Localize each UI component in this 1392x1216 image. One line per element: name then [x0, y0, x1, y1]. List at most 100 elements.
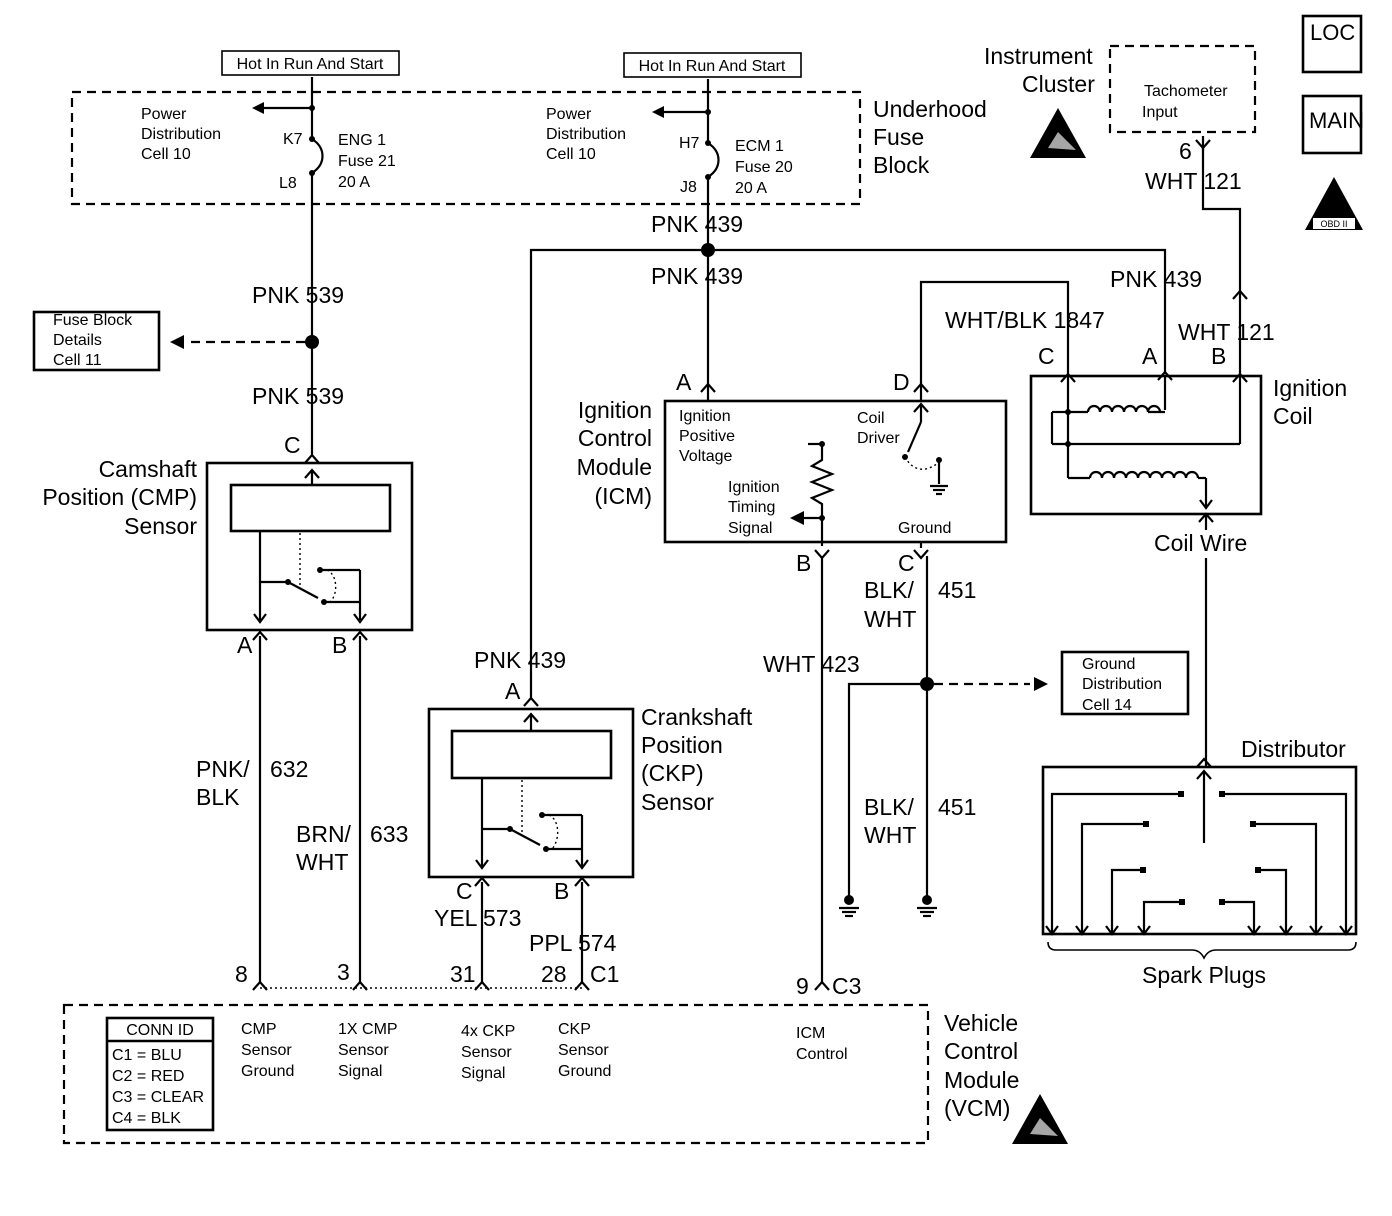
cmp-pin-c: C: [284, 432, 301, 458]
coil-pin-b: B: [1211, 343, 1226, 369]
brnwht633-label: BRN/ WHT 633: [296, 821, 408, 875]
svg-text:Signal: Signal: [461, 1065, 505, 1082]
loc-icon: LOC: [1301, 14, 1363, 74]
hot-label-right-box: [623, 52, 802, 78]
svg-text:Sensor: Sensor: [241, 1042, 292, 1059]
tach-pin: 6: [1179, 138, 1192, 164]
svg-text:Cell 11: Cell 11: [53, 352, 102, 369]
resistor-symbol: [809, 444, 835, 518]
main-icon: MAIN: [1301, 94, 1364, 155]
svg-text:(ICM): (ICM): [595, 483, 652, 509]
svg-text:Cell 10: Cell 10: [546, 146, 596, 163]
svg-text:1X CMP: 1X CMP: [338, 1021, 398, 1038]
fuse2-top-pin: H7: [679, 135, 700, 152]
cmp-sensor-element: [229, 483, 392, 533]
obd-ii-icon: OBD II: [1305, 177, 1363, 230]
svg-text:Voltage: Voltage: [679, 448, 732, 465]
svg-text:Coil: Coil: [1273, 403, 1313, 429]
svg-text:Distribution: Distribution: [1082, 676, 1162, 693]
ckp-sensor-box: [427, 707, 635, 879]
svg-text:Block: Block: [873, 152, 930, 178]
ground-icon: [917, 895, 937, 918]
pnk539-label-top: PNK 539: [252, 282, 344, 308]
ckp-pin-c: C: [456, 878, 473, 904]
ckp-sensor-title: Crankshaft Position (CKP) Sensor: [641, 704, 753, 815]
distributor-box: [1041, 765, 1358, 936]
svg-text:Control: Control: [796, 1046, 848, 1063]
svg-text:Vehicle: Vehicle: [944, 1010, 1018, 1036]
pnk439-label-1: PNK 439: [651, 211, 743, 237]
svg-text:451: 451: [938, 794, 976, 820]
svg-text:Fuse 20: Fuse 20: [735, 159, 793, 176]
svg-text:Instrument: Instrument: [984, 43, 1093, 69]
svg-text:Timing: Timing: [728, 499, 775, 516]
svg-text:Distribution: Distribution: [141, 126, 221, 143]
svg-text:Signal: Signal: [338, 1063, 382, 1080]
icm-timing-signal-label: Ignition Timing Signal: [728, 479, 780, 537]
svg-text:Cluster: Cluster: [1022, 71, 1095, 97]
icm-pin-d: D: [893, 369, 910, 395]
ignition-coil-title: Ignition Coil: [1273, 375, 1347, 429]
fuse1-top-pin: K7: [283, 131, 303, 148]
vcm-pin-31: 31: [450, 961, 476, 987]
ground-icon: [839, 895, 859, 918]
svg-text:Positive: Positive: [679, 428, 735, 445]
blkwht451-label-top: BLK/ WHT 451: [864, 577, 976, 632]
svg-text:LOC: LOC: [1310, 20, 1355, 45]
wht121-label-bottom: WHT 121: [1178, 319, 1275, 345]
svg-text:Fuse Block: Fuse Block: [53, 312, 133, 329]
svg-text:BLK/: BLK/: [864, 577, 914, 603]
conn-id-row: C1 = BLU: [112, 1047, 182, 1064]
svg-text:ECM 1: ECM 1: [735, 138, 784, 155]
conn-id-header: CONN ID: [126, 1022, 194, 1039]
arrow-left-icon: [1034, 677, 1048, 691]
vcm-title: Vehicle Control Module (VCM): [944, 1010, 1019, 1121]
svg-text:Position: Position: [641, 732, 723, 758]
svg-text:Camshaft: Camshaft: [99, 456, 198, 482]
cmp-pin-a: A: [237, 632, 253, 658]
svg-text:Signal: Signal: [728, 520, 772, 537]
svg-text:Input: Input: [1142, 104, 1178, 121]
yel573-label: YEL 573: [434, 905, 521, 931]
whtblk1847-label: WHT/BLK 1847: [945, 307, 1105, 333]
svg-text:20 A: 20 A: [338, 174, 370, 191]
svg-text:Coil: Coil: [857, 410, 885, 427]
svg-text:Ignition: Ignition: [728, 479, 780, 496]
underhood-fuse-block-title: Underhood Fuse Block: [873, 96, 987, 178]
svg-text:WHT: WHT: [864, 822, 916, 848]
fuse1-label: ENG 1 Fuse 21 20 A: [338, 132, 396, 191]
vcm-pin-28: 28: [541, 961, 567, 987]
svg-text:Cell 10: Cell 10: [141, 146, 191, 163]
arrow-left-icon: [170, 335, 184, 349]
icm-title: Ignition Control Module (ICM): [577, 397, 652, 509]
svg-text:Ignition: Ignition: [679, 408, 731, 425]
wht423-label: WHT 423: [763, 651, 860, 677]
pdc-left-label: Power Distribution Cell 10: [141, 106, 221, 163]
vcm-box: [62, 1003, 930, 1145]
arrow-left-icon: [252, 102, 264, 114]
fuse2-label: ECM 1 Fuse 20 20 A: [735, 138, 793, 197]
vcm-cmp-sensor-ground-label: CMP Sensor Ground: [241, 1021, 294, 1080]
esd-warning-icon: [1030, 108, 1086, 158]
fuse2-bottom-pin: J8: [680, 179, 697, 196]
svg-text:Control: Control: [578, 425, 652, 451]
svg-text:CMP: CMP: [241, 1021, 277, 1038]
svg-text:Module: Module: [577, 454, 652, 480]
conn-id-table: CONN ID C1 = BLU C2 = RED C3 = CLEAR C4 …: [105, 1016, 215, 1132]
coil-pin-c: C: [1038, 343, 1055, 369]
cmp-sensor-box: [205, 461, 414, 632]
svg-text:632: 632: [270, 756, 308, 782]
svg-text:Tachometer: Tachometer: [1144, 83, 1228, 100]
ground-icon: [930, 484, 948, 496]
tachometer-input-label: Tachometer Input: [1142, 83, 1228, 121]
ignition-coil-box: [1029, 374, 1263, 516]
instrument-cluster-box: [1108, 44, 1257, 134]
arrow-left-icon: [652, 106, 664, 118]
icm-pin-b: B: [796, 550, 811, 576]
svg-text:MAIN: MAIN: [1309, 108, 1364, 133]
svg-text:Ground: Ground: [558, 1063, 611, 1080]
blkwht451-label-bottom: BLK/ WHT 451: [864, 794, 976, 848]
distributor-terminals: [1045, 791, 1353, 936]
svg-text:Fuse 21: Fuse 21: [338, 153, 396, 170]
vcm-connector-c1: C1: [590, 961, 619, 987]
